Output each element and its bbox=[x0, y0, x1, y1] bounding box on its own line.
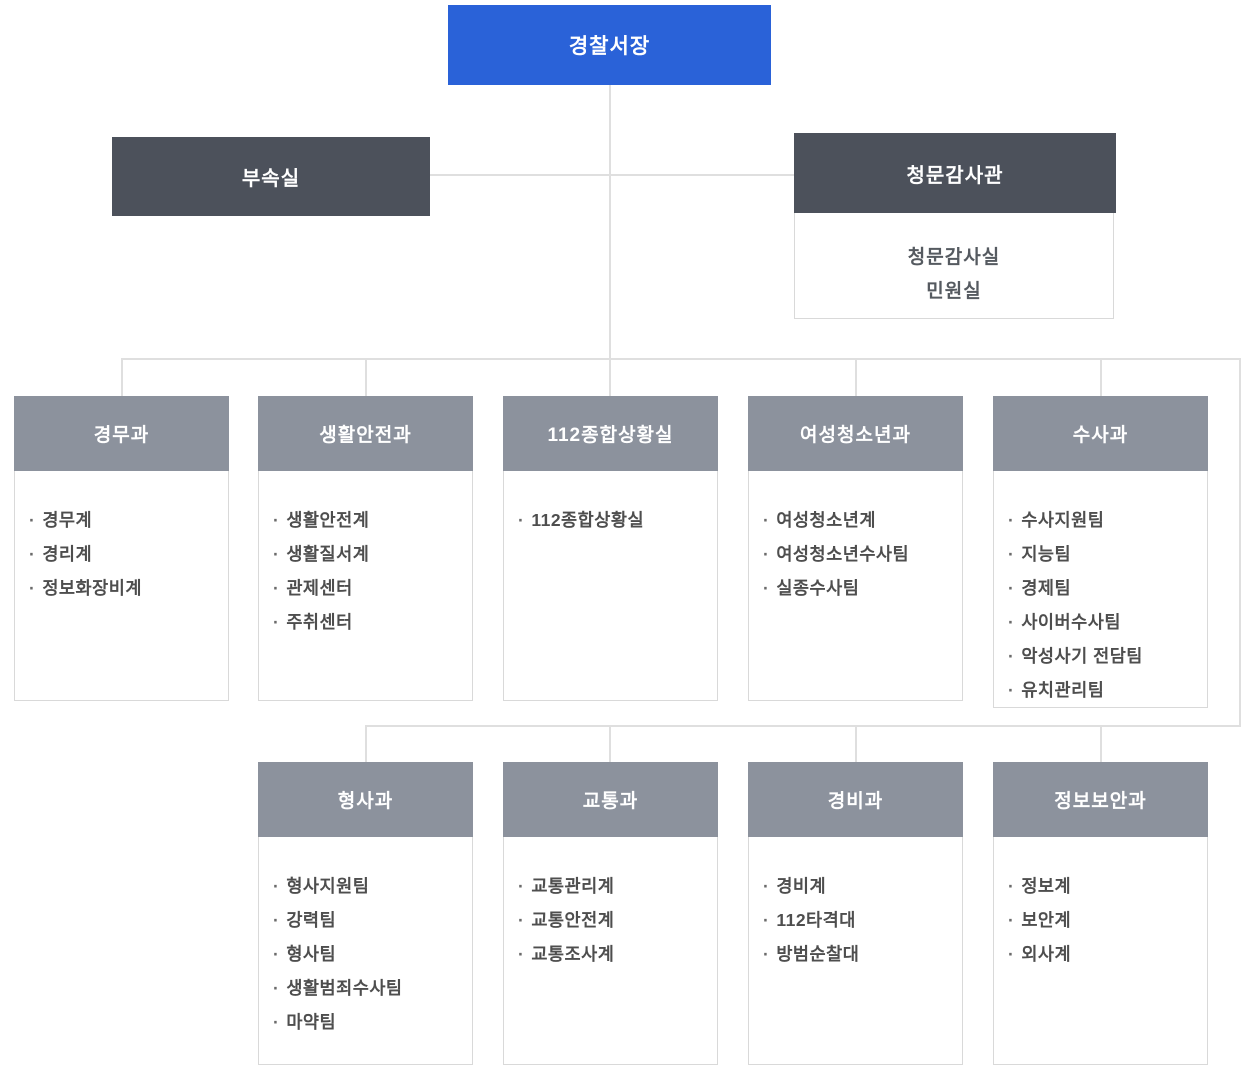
audit-label: 청문감사관 bbox=[906, 164, 1004, 187]
list-item: 교통관리계 bbox=[518, 869, 709, 903]
list-item: 보안계 bbox=[1008, 903, 1199, 937]
division-card-gyotong: 교통과 교통관리계 교통안전계 교통조사계 bbox=[503, 762, 718, 1065]
division-card-gyeongbi: 경비과 경비계 112타격대 방범순찰대 bbox=[748, 762, 963, 1065]
list-item: 경비계 bbox=[763, 869, 954, 903]
division-header: 수사과 bbox=[993, 396, 1208, 471]
connector-drop-r1c3 bbox=[609, 358, 611, 396]
connector-secondary-horizontal bbox=[430, 174, 794, 176]
list-item: 지능팀 bbox=[1008, 537, 1199, 571]
list-item: 관제센터 bbox=[273, 571, 464, 605]
division-items: 112종합상황실 bbox=[503, 471, 718, 701]
division-label: 수사과 bbox=[1072, 425, 1129, 446]
division-card-112-situation-room: 112종합상황실 112종합상황실 bbox=[503, 396, 718, 701]
division-card-susa: 수사과 수사지원팀 지능팀 경제팀 사이버수사팀 악성사기 전담팀 유치관리팀 bbox=[993, 396, 1208, 708]
division-items: 정보계 보안계 외사계 bbox=[993, 837, 1208, 1065]
division-header: 여성청소년과 bbox=[748, 396, 963, 471]
division-card-hyeongsa: 형사과 형사지원팀 강력팀 형사팀 생활범죄수사팀 마약팀 bbox=[258, 762, 473, 1065]
division-label: 교통과 bbox=[582, 791, 639, 812]
connector-root-vertical bbox=[609, 85, 611, 359]
division-label: 경무과 bbox=[93, 425, 150, 446]
connector-row2-horizontal bbox=[365, 725, 1241, 727]
division-card-saenghwal-anjeon: 생활안전과 생활안전계 생활질서계 관제센터 주취센터 bbox=[258, 396, 473, 701]
division-label: 경비과 bbox=[827, 791, 884, 812]
annex-label: 부속실 bbox=[241, 168, 301, 190]
division-items: 수사지원팀 지능팀 경제팀 사이버수사팀 악성사기 전담팀 유치관리팀 bbox=[993, 471, 1208, 708]
division-header: 경비과 bbox=[748, 762, 963, 837]
audit-sublist: 청문감사실 민원실 bbox=[794, 213, 1114, 319]
list-item: 경무계 bbox=[29, 503, 220, 537]
list-item: 정보화장비계 bbox=[29, 571, 220, 605]
connector-row1-horizontal bbox=[121, 358, 1241, 360]
root-node-chief: 경찰서장 bbox=[448, 5, 771, 85]
connector-drop-r2c1 bbox=[365, 725, 367, 762]
audit-node: 청문감사관 bbox=[794, 133, 1116, 213]
division-header: 112종합상황실 bbox=[503, 396, 718, 471]
list-item: 경리계 bbox=[29, 537, 220, 571]
division-label: 형사과 bbox=[337, 791, 394, 812]
list-item: 형사팀 bbox=[273, 937, 464, 971]
connector-drop-r2c2 bbox=[609, 725, 611, 762]
list-item: 경제팀 bbox=[1008, 571, 1199, 605]
division-label: 정보보안과 bbox=[1054, 791, 1147, 812]
audit-child: 민원실 bbox=[926, 281, 982, 302]
list-item: 교통조사계 bbox=[518, 937, 709, 971]
root-label: 경찰서장 bbox=[568, 35, 651, 58]
division-items: 경비계 112타격대 방범순찰대 bbox=[748, 837, 963, 1065]
list-item: 유치관리팀 bbox=[1008, 673, 1199, 707]
division-card-jeongbo-boan: 정보보안과 정보계 보안계 외사계 bbox=[993, 762, 1208, 1065]
list-item: 여성청소년수사팀 bbox=[763, 537, 954, 571]
connector-drop-r2c3 bbox=[855, 725, 857, 762]
connector-drop-r2c4 bbox=[1100, 725, 1102, 762]
audit-child: 청문감사실 bbox=[907, 247, 1001, 268]
division-label: 여성청소년과 bbox=[800, 425, 911, 446]
connector-drop-r1c5 bbox=[1100, 358, 1102, 396]
division-card-gyeongmu: 경무과 경무계 경리계 정보화장비계 bbox=[14, 396, 229, 701]
connector-right-vertical bbox=[1239, 358, 1241, 727]
list-item: 마약팀 bbox=[273, 1005, 464, 1039]
connector-drop-r1c1 bbox=[121, 358, 123, 396]
division-header: 경무과 bbox=[14, 396, 229, 471]
list-item: 정보계 bbox=[1008, 869, 1199, 903]
list-item: 교통안전계 bbox=[518, 903, 709, 937]
division-items: 형사지원팀 강력팀 형사팀 생활범죄수사팀 마약팀 bbox=[258, 837, 473, 1065]
list-item: 실종수사팀 bbox=[763, 571, 954, 605]
list-item: 강력팀 bbox=[273, 903, 464, 937]
division-items: 교통관리계 교통안전계 교통조사계 bbox=[503, 837, 718, 1065]
list-item: 사이버수사팀 bbox=[1008, 605, 1199, 639]
division-card-women-youth: 여성청소년과 여성청소년계 여성청소년수사팀 실종수사팀 bbox=[748, 396, 963, 701]
list-item: 생활질서계 bbox=[273, 537, 464, 571]
connector-drop-r1c2 bbox=[365, 358, 367, 396]
division-items: 경무계 경리계 정보화장비계 bbox=[14, 471, 229, 701]
list-item: 112종합상황실 bbox=[518, 503, 709, 537]
division-header: 정보보안과 bbox=[993, 762, 1208, 837]
list-item: 112타격대 bbox=[763, 903, 954, 937]
annex-node: 부속실 bbox=[112, 137, 430, 216]
division-header: 교통과 bbox=[503, 762, 718, 837]
division-items: 여성청소년계 여성청소년수사팀 실종수사팀 bbox=[748, 471, 963, 701]
list-item: 외사계 bbox=[1008, 937, 1199, 971]
division-header: 생활안전과 bbox=[258, 396, 473, 471]
list-item: 생활범죄수사팀 bbox=[273, 971, 464, 1005]
division-header: 형사과 bbox=[258, 762, 473, 837]
list-item: 생활안전계 bbox=[273, 503, 464, 537]
list-item: 여성청소년계 bbox=[763, 503, 954, 537]
list-item: 방범순찰대 bbox=[763, 937, 954, 971]
list-item: 악성사기 전담팀 bbox=[1008, 639, 1199, 673]
division-label: 생활안전과 bbox=[319, 425, 412, 446]
list-item: 형사지원팀 bbox=[273, 869, 464, 903]
list-item: 주취센터 bbox=[273, 605, 464, 639]
division-items: 생활안전계 생활질서계 관제센터 주취센터 bbox=[258, 471, 473, 701]
list-item: 수사지원팀 bbox=[1008, 503, 1199, 537]
connector-drop-r1c4 bbox=[855, 358, 857, 396]
division-label: 112종합상황실 bbox=[547, 425, 674, 446]
